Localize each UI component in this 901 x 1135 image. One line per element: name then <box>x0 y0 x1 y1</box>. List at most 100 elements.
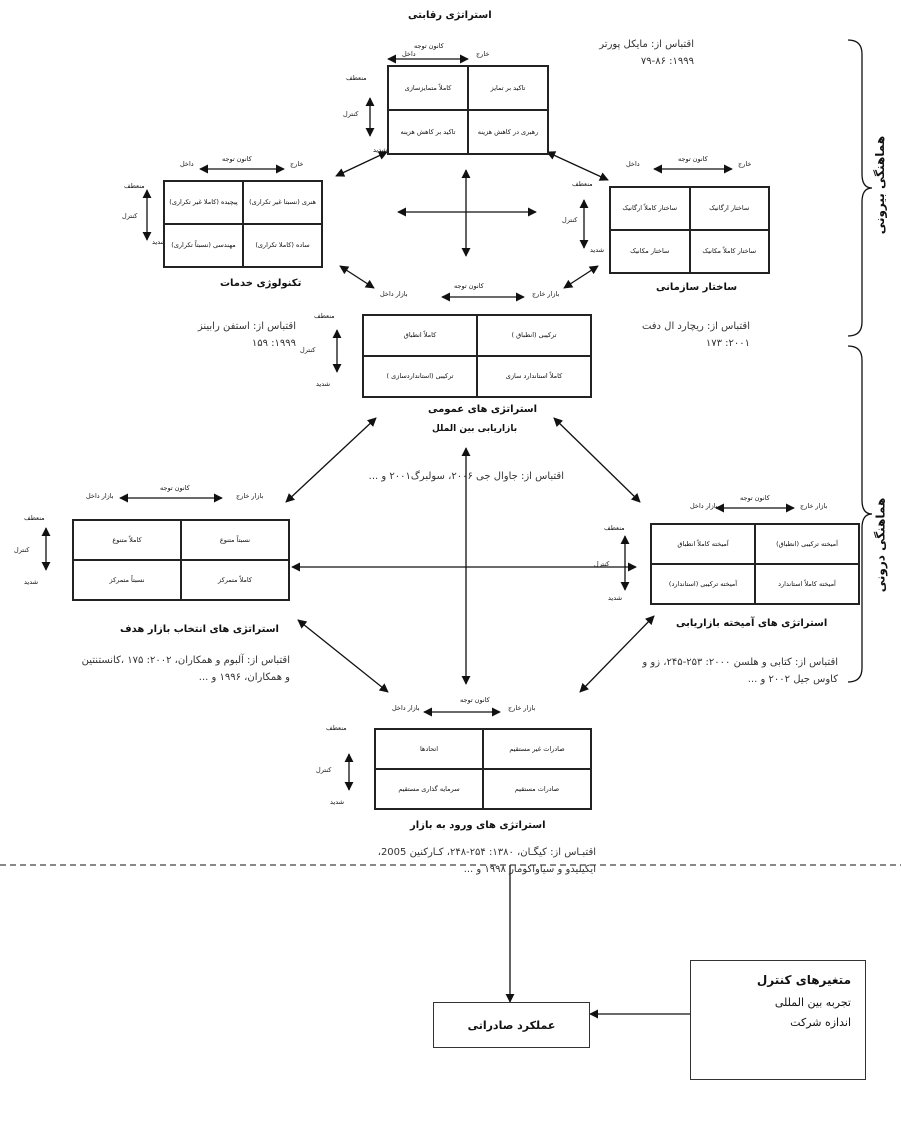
matrix-cell: مهندسی (نسبتاً تکراری) <box>164 224 243 267</box>
matrix-cell: کاملاً انطباق <box>363 315 477 356</box>
general-flexible-label: منعطف <box>314 312 335 320</box>
target-control-label: کنترل <box>14 546 29 554</box>
control-variables-box: متغیرهای کنترل تجربه بین المللی اندازه ش… <box>690 960 866 1080</box>
matrix-cell: آمیخته کاملاً انطباق <box>651 524 755 564</box>
competitive-external-label: خارج <box>476 50 489 58</box>
internal-harmony-label: هماهنگی درونی <box>868 470 892 620</box>
competitive-strict-label: شدید <box>373 146 387 154</box>
porter-citation: اقتباس از: مایکل پورتر ۱۹۹۹: ۸۶-۷۹ <box>592 36 694 70</box>
tech-external-label: خارج <box>290 160 303 168</box>
tech-flexible-label: منعطف <box>124 182 145 190</box>
matrix-cell: ساختار ارگانیک <box>690 187 770 230</box>
mix-control-label: کنترل <box>594 560 609 568</box>
mix-title: استراتژی های آمیخته بازاریابی <box>676 618 827 629</box>
matrix-cell: ساختار مکانیک <box>610 230 690 273</box>
entry-control-label: کنترل <box>316 766 331 774</box>
org-focus-label: کانون توجه <box>678 155 708 163</box>
export-performance-label: عملکرد صادراتی <box>468 1019 556 1032</box>
matrix-cell: آمیخته ترکیبی (استاندارد) <box>651 564 755 604</box>
general-external-market-label: بازار خارج <box>532 290 559 298</box>
general-title: استراتژی های عمومی <box>428 404 537 415</box>
matrix-cell: کاملاً استاندارد سازی <box>477 356 591 397</box>
target-strict-label: شدید <box>24 578 38 586</box>
internal-harmony-text: هماهنگی درونی <box>873 498 887 593</box>
matrix-cell: صادرات مستقیم <box>483 769 591 809</box>
matrix-cell: تاکید بر کاهش هزینه <box>388 110 468 154</box>
general-focus-label: کانون توجه <box>454 282 484 290</box>
matrix-cell: ساده (کاملا تکراری) <box>243 224 322 267</box>
tech-control-label: کنترل <box>122 212 137 220</box>
matrix-cell: ترکیبی (استانداردسازی ) <box>363 356 477 397</box>
mix-citation: اقتباس از: کتابی و هلسن ۲۰۰۰: ۲۵۳-۲۴۵، ز… <box>632 654 838 688</box>
target-flexible-label: منعطف <box>24 514 45 522</box>
entry-citation: اقتبـاس از: کیگـان، ۱۳۸۰: ۲۵۴-۲۴۸، کـارک… <box>356 844 596 878</box>
general-matrix: کاملاً انطباق ترکیبی (انطباق ) ترکیبی (ا… <box>362 314 592 398</box>
target-market-matrix: کاملاً متنوع نسبتاً متنوع نسبتاً متمرکز … <box>72 519 290 601</box>
matrix-cell: نسبتاً متنوع <box>181 520 289 560</box>
general-citation: اقتباس از: جاوال جی ۲۰۰۶، سولبرگ۲۰۰۱ و .… <box>366 468 564 485</box>
entry-focus-label: کانون توجه <box>460 696 490 704</box>
matrix-cell: ترکیبی (انطباق ) <box>477 315 591 356</box>
matrix-cell: صادرات غیر مستقیم <box>483 729 591 769</box>
org-control-label: کنترل <box>562 216 577 224</box>
competitive-flexible-label: منعطف <box>346 74 367 82</box>
entry-flexible-label: منعطف <box>326 724 347 732</box>
marketing-mix-matrix: آمیخته کاملاً انطباق آمیخته ترکیبی (انطب… <box>650 523 860 605</box>
control-variable-item: تجربه بین المللی <box>705 993 851 1013</box>
control-variable-item: اندازه شرکت <box>705 1013 851 1033</box>
mix-flexible-label: منعطف <box>604 524 625 532</box>
target-focus-label: کانون توجه <box>160 484 190 492</box>
tech-internal-label: داخل <box>180 160 194 168</box>
entry-strict-label: شدید <box>330 798 344 806</box>
general-strict-label: شدید <box>316 380 330 388</box>
general-internal-market-label: بازار داخل <box>380 290 408 298</box>
matrix-cell: تاکید بر تمایز <box>468 66 548 110</box>
matrix-cell: سرمایه گذاری مستقیم <box>375 769 483 809</box>
target-citation: اقتباس از: آلبوم و همکاران، ۲۰۰۲: ۱۷۵ ،ک… <box>80 652 290 686</box>
competitive-control-label: کنترل <box>343 110 358 118</box>
market-entry-matrix: اتحادها صادرات غیر مستقیم سرمایه گذاری م… <box>374 728 592 810</box>
mix-strict-label: شدید <box>608 594 622 602</box>
mix-focus-label: کانون توجه <box>740 494 770 502</box>
matrix-cell: آمیخته ترکیبی (انطباق) <box>755 524 859 564</box>
matrix-cell: کاملاً متمرکز <box>181 560 289 600</box>
control-variables-title: متغیرهای کنترل <box>705 973 851 987</box>
mix-external-market-label: بازار خارج <box>800 502 827 510</box>
competitive-matrix: کاملاً متمایزسازی تاکید بر تمایز تاکید ب… <box>387 65 549 155</box>
general-control-label: کنترل <box>300 346 315 354</box>
org-flexible-label: منعطف <box>572 180 593 188</box>
competitive-title: استراتژی رقابتی <box>408 10 492 21</box>
organization-matrix: ساختار کاملاً ارگانیک ساختار ارگانیک ساخ… <box>609 186 770 274</box>
org-external-label: خارج <box>738 160 751 168</box>
export-performance-box: عملکرد صادراتی <box>433 1002 590 1048</box>
matrix-cell: آمیخته کاملاً استاندارد <box>755 564 859 604</box>
technology-citation: اقتباس از: استفن رابینز ۱۹۹۹: ۱۵۹ <box>186 318 296 352</box>
general-subtitle: بازاریابی بین الملل <box>432 424 517 434</box>
org-internal-label: داخل <box>626 160 640 168</box>
entry-title: استراتژی های ورود به بازار <box>410 820 546 831</box>
organization-title: ساختار سازمانی <box>656 282 737 293</box>
org-strict-label: شدید <box>590 246 604 254</box>
entry-external-market-label: بازار خارج <box>508 704 535 712</box>
matrix-cell: کاملاً متنوع <box>73 520 181 560</box>
matrix-cell: رهبری در کاهش هزینه <box>468 110 548 154</box>
entry-internal-market-label: بازار داخل <box>392 704 420 712</box>
technology-title: تکنولوژی خدمات <box>220 278 301 289</box>
tech-focus-label: کانون توجه <box>222 155 252 163</box>
competitive-focus-label: کانون توجه <box>414 42 444 50</box>
organization-citation: اقتباس از: ریچارد ال دفت ۲۰۰۱: ۱۷۳ <box>632 318 750 352</box>
competitive-internal-label: داخل <box>402 50 416 58</box>
matrix-cell: کاملاً متمایزسازی <box>388 66 468 110</box>
matrix-cell: اتحادها <box>375 729 483 769</box>
matrix-cell: ساختار کاملاً ارگانیک <box>610 187 690 230</box>
mix-internal-market-label: بازار داخل <box>690 502 718 510</box>
matrix-cell: پیچیده (کاملا غیر تکراری) <box>164 181 243 224</box>
target-external-market-label: بازار خارج <box>236 492 263 500</box>
technology-matrix: پیچیده (کاملا غیر تکراری) هنری (نسبتا غی… <box>163 180 323 268</box>
external-harmony-label: هماهنگی بیرونی <box>868 110 892 260</box>
target-internal-market-label: بازار داخل <box>86 492 114 500</box>
matrix-cell: نسبتاً متمرکز <box>73 560 181 600</box>
matrix-cell: ساختار کاملاً مکانیک <box>690 230 770 273</box>
target-title: استراتژی های انتخاب بازار هدف <box>120 624 279 635</box>
external-harmony-text: هماهنگی بیرونی <box>873 136 887 234</box>
